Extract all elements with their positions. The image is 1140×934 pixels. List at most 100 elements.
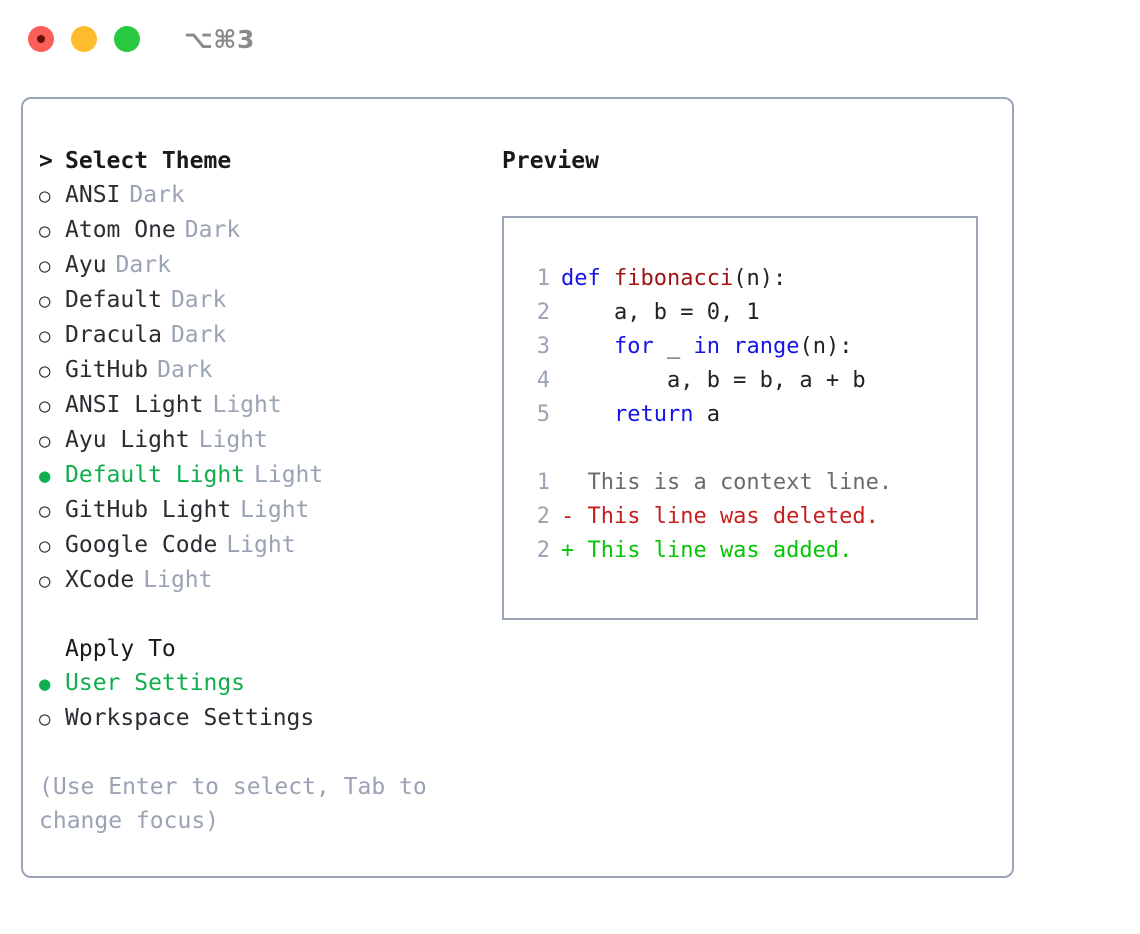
window-titlebar: ⌥⌘3 <box>0 0 1140 78</box>
radio-unselected-icon: ○ <box>39 535 51 557</box>
code-line-text: for _ in range(n): <box>561 330 852 364</box>
line-number: 2 <box>536 504 550 529</box>
theme-option-atom-one[interactable]: ○ Atom One Dark <box>39 213 499 248</box>
theme-variant-badge: Light <box>198 427 268 453</box>
close-button[interactable] <box>28 26 54 52</box>
theme-option-google-code[interactable]: ○ Google Code Light <box>39 528 499 563</box>
theme-option-default-light[interactable]: ● Default Light Light <box>39 458 499 493</box>
line-number: 1 <box>536 470 550 495</box>
diff-line-context: 1 This is a context line. <box>518 466 976 500</box>
radio-unselected-icon: ○ <box>39 290 51 312</box>
radio-unselected-icon: ○ <box>39 360 51 382</box>
line-number: 1 <box>536 266 550 291</box>
code-line: 2 a, b = 0, 1 <box>518 296 976 330</box>
select-theme-heading: > Select Theme <box>39 144 499 178</box>
theme-option-github-light[interactable]: ○ GitHub Light Light <box>39 493 499 528</box>
code-diff-separator <box>518 432 976 466</box>
code-token-kw: return <box>613 402 694 427</box>
code-token-plain <box>561 334 614 359</box>
line-number: 2 <box>536 538 550 563</box>
code-token-plain: a, b = 0, 1 <box>561 300 760 325</box>
theme-variant-badge: Dark <box>129 182 185 208</box>
record-indicator-icon <box>37 35 45 43</box>
traffic-light-group <box>28 26 140 52</box>
code-line: 3 for _ in range(n): <box>518 330 976 364</box>
theme-variant-badge: Dark <box>115 252 171 278</box>
theme-option-label: Default Light <box>65 462 246 488</box>
theme-variant-badge: Light <box>212 392 282 418</box>
theme-option-label: Default <box>65 287 162 313</box>
diff-line-added: 2 + This line was added. <box>518 534 976 568</box>
theme-option-label: XCode <box>65 567 135 593</box>
keyboard-shortcut-label: ⌥⌘3 <box>184 24 255 54</box>
radio-unselected-icon: ○ <box>39 500 51 522</box>
theme-option-label: Ayu Light <box>65 427 190 453</box>
code-line-text: a, b = b, a + b <box>561 364 866 398</box>
radio-unselected-icon: ○ <box>39 255 51 277</box>
minimize-button[interactable] <box>71 26 97 52</box>
theme-option-label: Atom One <box>65 217 176 243</box>
code-token-fn: fibonacci <box>613 266 734 291</box>
apply-to-heading: Apply To <box>39 632 499 666</box>
code-token-plain: (n): <box>799 334 853 359</box>
theme-option-ayu-light[interactable]: ○ Ayu Light Light <box>39 423 499 458</box>
radio-unselected-icon: ○ <box>39 430 51 452</box>
radio-unselected-icon: ○ <box>39 570 51 592</box>
code-token-plain: a, b = b, a + b <box>561 368 866 393</box>
code-token-plain <box>720 334 733 359</box>
apply-to-label: Apply To <box>65 636 176 662</box>
code-line-text: a, b = 0, 1 <box>561 296 760 330</box>
theme-variant-badge: Light <box>240 497 310 523</box>
code-token-plain: _ <box>653 334 694 359</box>
diff-line-text: + This line was added. <box>561 538 853 563</box>
code-token-plain: a <box>693 402 720 427</box>
theme-option-github[interactable]: ○ GitHub Dark <box>39 353 499 388</box>
keyboard-hint-text: (Use Enter to select, Tab to change focu… <box>39 774 427 834</box>
code-token-kw: for <box>613 334 654 359</box>
theme-variant-badge: Dark <box>170 287 227 313</box>
theme-option-default[interactable]: ○ Default Dark <box>39 283 499 318</box>
radio-unselected-icon: ○ <box>39 395 51 417</box>
apply-to-option-user-settings[interactable]: ●User Settings <box>39 666 499 701</box>
diff-line-deleted: 2 - This line was deleted. <box>518 500 976 534</box>
code-line-text: return a <box>561 398 720 432</box>
code-token-kw: def <box>561 266 614 291</box>
diff-line-text: - This line was deleted. <box>561 504 879 529</box>
apply-to-option-label: User Settings <box>65 670 246 696</box>
apply-to-section: Apply To ●User Settings ○ Workspace Settin… <box>39 632 499 736</box>
radio-selected-icon: ● <box>39 465 51 487</box>
theme-option-label: Google Code <box>65 532 218 558</box>
theme-option-label: Dracula <box>65 322 162 348</box>
radio-unselected-icon: ○ <box>39 708 51 730</box>
apply-to-option-label: Workspace Settings <box>65 705 315 731</box>
radio-unselected-icon: ○ <box>39 220 51 242</box>
theme-variant-badge: Dark <box>157 357 213 383</box>
code-line: 1 def fibonacci(n): <box>518 262 976 296</box>
code-line: 5 return a <box>518 398 976 432</box>
page-title: Select Theme <box>65 148 232 174</box>
theme-variant-badge: Light <box>226 532 296 558</box>
code-line-text: def fibonacci(n): <box>561 262 786 296</box>
code-token-kw: range <box>733 334 800 359</box>
apply-to-option-workspace-settings[interactable]: ○ Workspace Settings <box>39 701 499 736</box>
maximize-button[interactable] <box>114 26 140 52</box>
theme-option-label: GitHub Light <box>65 497 232 523</box>
theme-option-label: GitHub <box>65 357 149 383</box>
theme-variant-badge: Light <box>254 462 324 488</box>
code-token-kw: in <box>693 334 720 359</box>
prompt-marker-icon: > <box>39 148 53 174</box>
line-number: 2 <box>536 300 550 325</box>
theme-variant-badge: Dark <box>184 217 241 243</box>
theme-option-label: ANSI <box>65 182 121 208</box>
code-line: 4 a, b = b, a + b <box>518 364 976 398</box>
code-token-plain: (n): <box>733 266 787 291</box>
